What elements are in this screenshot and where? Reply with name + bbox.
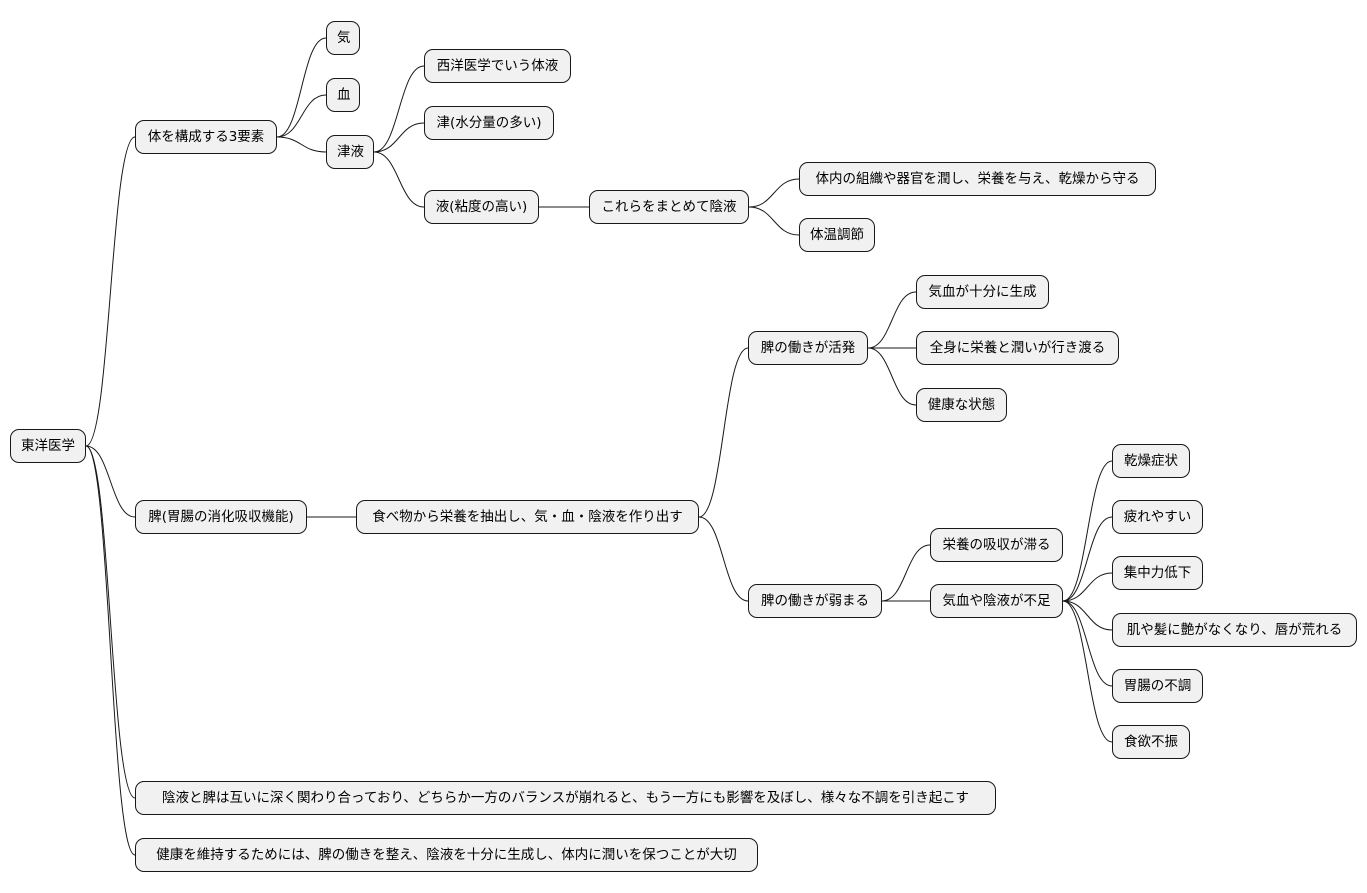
node-jin: 津(水分量の多い)	[424, 106, 554, 140]
node-symptom: 集中力低下	[1112, 556, 1203, 590]
connector-line	[698, 516, 749, 602]
connector-line	[85, 445, 136, 799]
node-temperature: 体温調節	[799, 218, 875, 252]
connector-line	[85, 445, 136, 518]
node-blood: 血	[326, 78, 360, 112]
connector-line	[1062, 600, 1113, 743]
node-western-fluids: 西洋医学でいう体液	[424, 49, 571, 83]
node-active-item: 気血が十分に生成	[916, 275, 1049, 309]
connector-line	[1062, 600, 1113, 631]
node-fluids: 津液	[326, 135, 374, 169]
node-symptom: 食欲不振	[1112, 725, 1190, 759]
node-spleen-function: 食べ物から栄養を抽出し、気・血・陰液を作り出す	[356, 500, 699, 534]
node-spleen: 脾(胃腸の消化吸収機能)	[135, 500, 307, 534]
node-symptom: 肌や髪に艶がなくなり、唇が荒れる	[1112, 613, 1357, 647]
node-deficiency: 気血や陰液が不足	[930, 584, 1063, 618]
connector-line	[1062, 460, 1113, 602]
node-relation: 陰液と脾は互いに深く関わり合っており、どちらか一方のバランスが崩れると、もう一方…	[135, 781, 996, 815]
connector-line	[881, 544, 931, 602]
node-spleen-weak: 脾の働きが弱まる	[748, 584, 882, 618]
connector-line	[373, 122, 425, 153]
connector-line	[85, 136, 136, 447]
node-elements: 体を構成する3要素	[135, 120, 277, 154]
node-symptom: 乾燥症状	[1112, 444, 1190, 478]
connector-line	[867, 291, 917, 349]
node-absorption: 栄養の吸収が滞る	[930, 528, 1063, 562]
connector-line	[867, 347, 917, 406]
connector-line	[373, 151, 425, 208]
connector-line	[1062, 516, 1113, 602]
connector-line	[373, 65, 425, 153]
node-moisten: 体内の組織や器官を潤し、栄養を与え、乾燥から守る	[799, 162, 1156, 196]
connector-line	[85, 445, 136, 856]
node-active-item: 全身に栄養と潤いが行き渡る	[916, 331, 1119, 365]
connector-line	[276, 136, 327, 153]
connector-line	[1062, 572, 1113, 602]
node-health: 健康を維持するためには、脾の働きを整え、陰液を十分に生成し、体内に潤いを保つこと…	[135, 838, 758, 872]
connector-line	[748, 178, 800, 208]
node-yin-fluid: これらをまとめて陰液	[589, 190, 749, 224]
connector-line	[748, 206, 800, 236]
root-node: 東洋医学	[10, 429, 86, 463]
connector-line	[1062, 600, 1113, 687]
node-qi: 気	[326, 21, 360, 55]
node-active-item: 健康な状態	[916, 388, 1007, 422]
connector-line	[698, 347, 749, 518]
node-symptom: 疲れやすい	[1112, 500, 1203, 534]
connector-line	[276, 37, 327, 138]
connector-line	[276, 94, 327, 138]
node-spleen-active: 脾の働きが活発	[748, 331, 868, 365]
node-symptom: 胃腸の不調	[1112, 669, 1203, 703]
node-eki: 液(粘度の高い)	[424, 190, 539, 224]
